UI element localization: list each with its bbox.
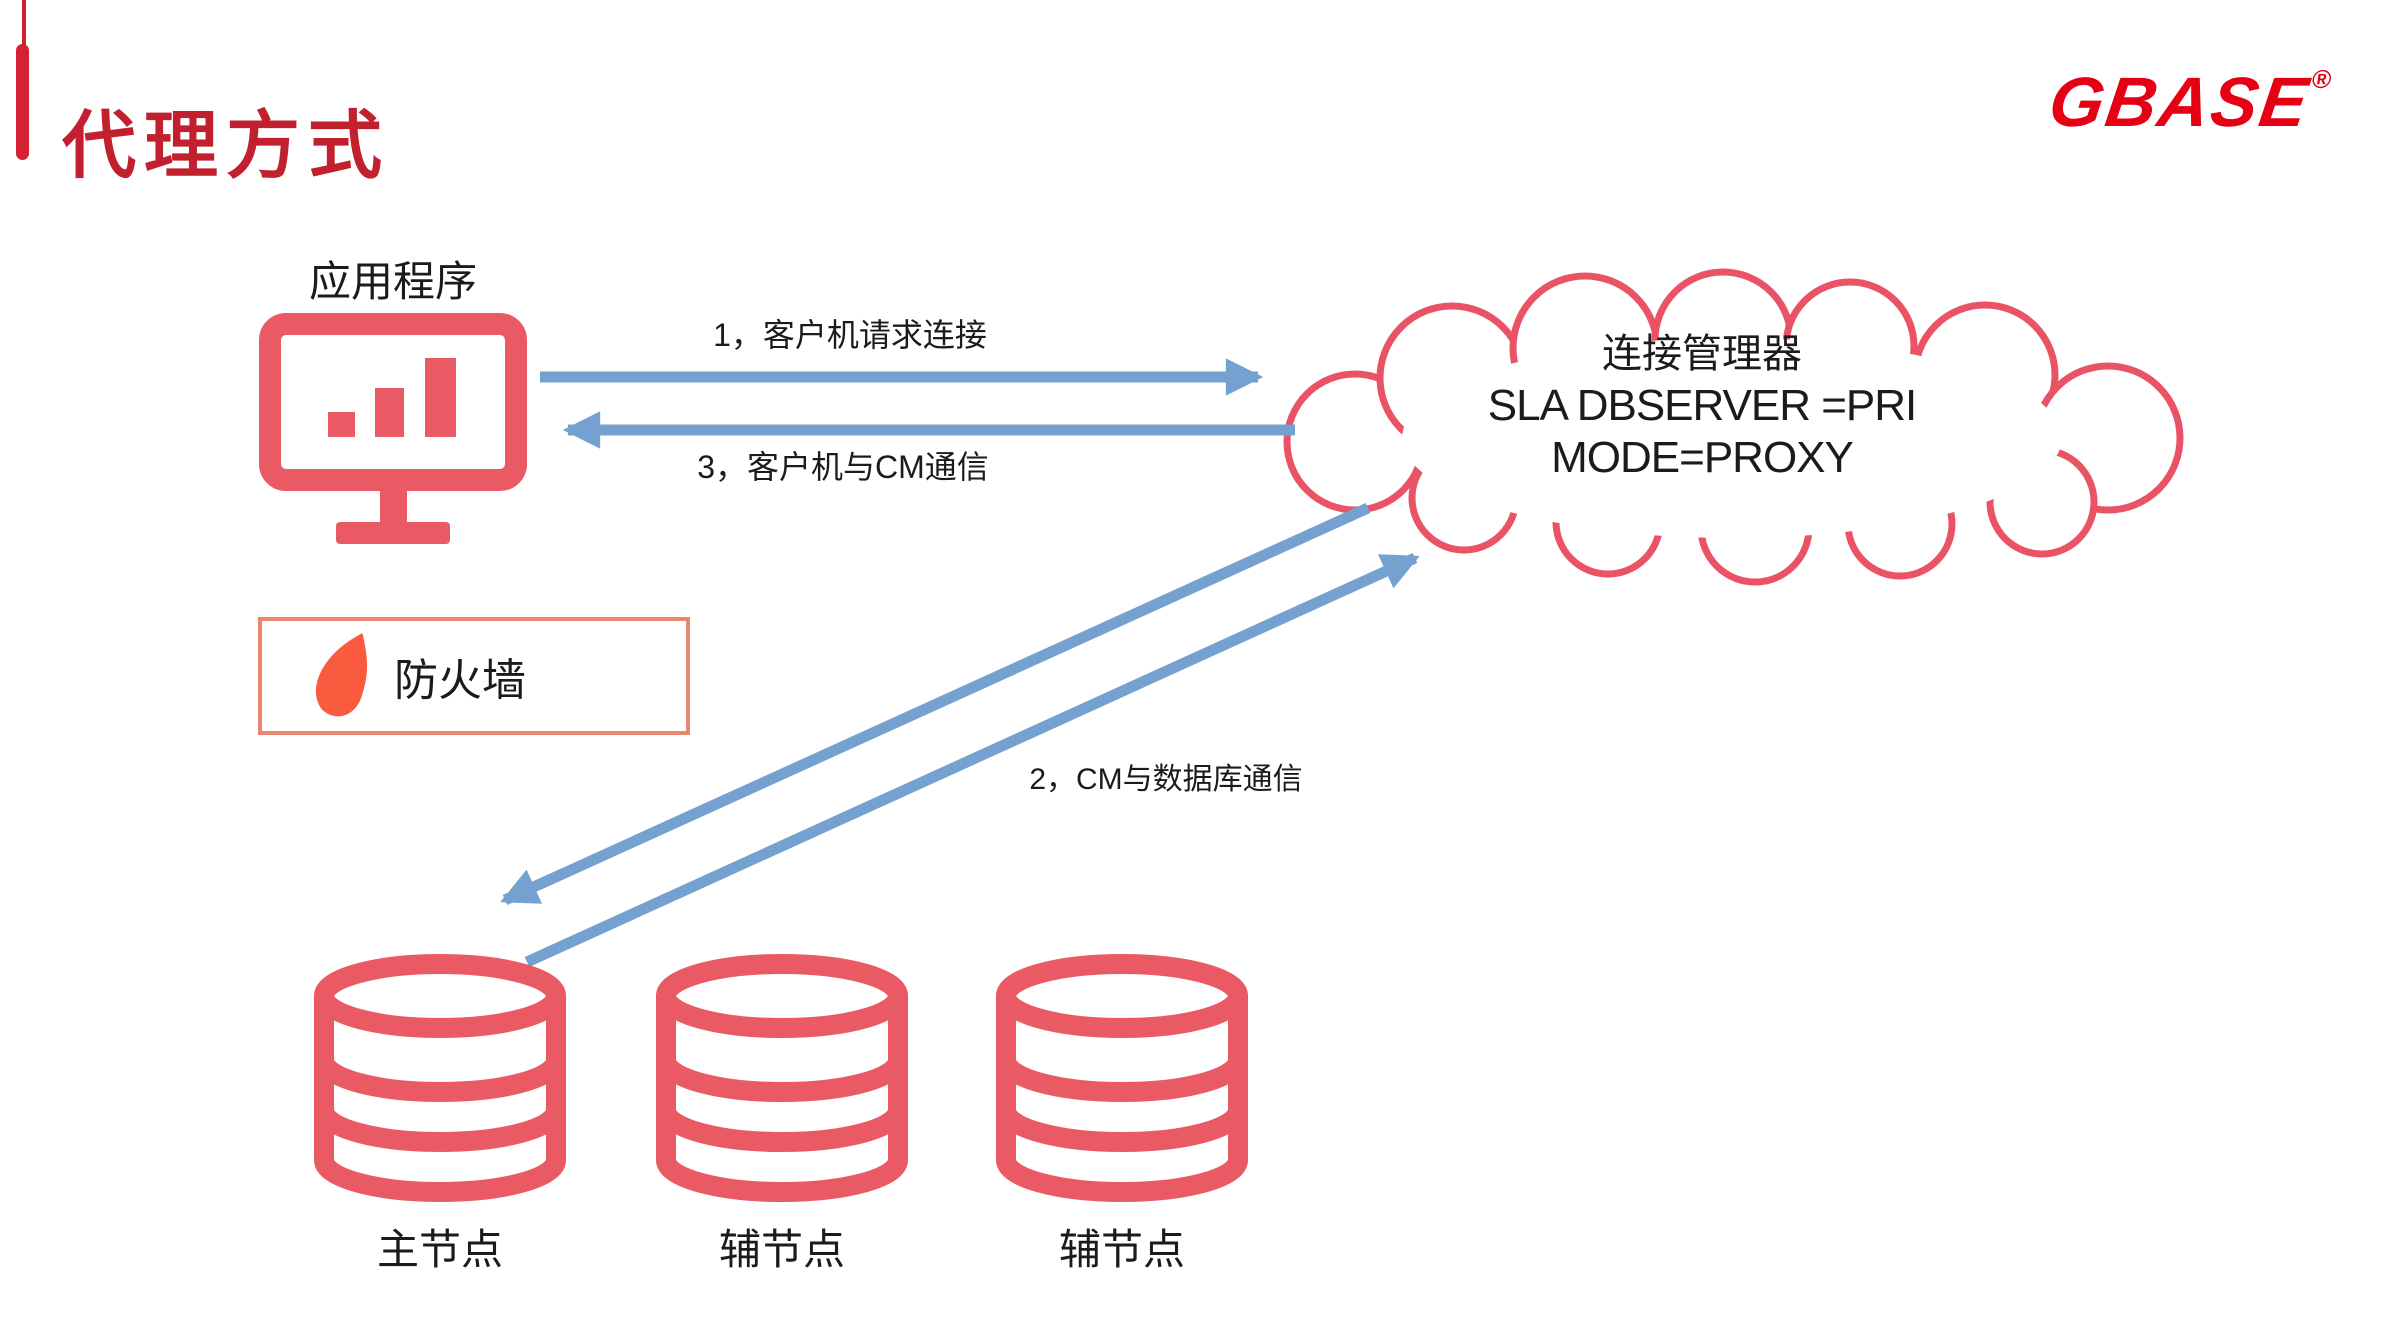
bar-chart-bar-medium (375, 388, 404, 437)
application-label: 应用程序 (308, 258, 477, 305)
firewall-label: 防火墙 (394, 656, 526, 705)
database-label-primary: 主节点 (376, 1226, 503, 1273)
database-secondary-icon-1 (656, 954, 908, 1202)
monitor-stand (380, 480, 407, 524)
flow-label-client-request: 1，客户机请求连接 (713, 317, 987, 353)
flow-label-client-cm: 3，客户机与CM通信 (697, 449, 989, 485)
flow-arrow-db-to-cm (524, 552, 1420, 968)
bar-chart-bar-tall (425, 358, 456, 437)
firewall-box: 防火墙 (258, 617, 690, 735)
database-primary-icon (314, 954, 566, 1202)
flame-icon (315, 633, 368, 717)
accent-bar (16, 44, 29, 160)
application-monitor-icon (259, 313, 527, 544)
bar-chart-bar-small (328, 412, 355, 437)
connection-manager-cloud (1283, 268, 2184, 586)
sla-dbserver-line: SLA DBSERVER =PRI (1487, 381, 1918, 430)
database-label-secondary-2: 辅节点 (1058, 1226, 1185, 1273)
database-label-secondary-1: 辅节点 (718, 1226, 845, 1273)
monitor-base (336, 522, 450, 544)
flow-arrows (500, 358, 1420, 968)
connection-manager-text: 连接管理器 SLA DBSERVER =PRI MODE=PROXY (1412, 328, 1992, 484)
flow-label-cm-db: 2，CM与数据库通信 (1029, 763, 1303, 796)
flow-arrow-cm-to-db (500, 502, 1371, 906)
database-secondary-icon-2 (996, 954, 1248, 1202)
accent-line (22, 0, 26, 48)
page-title: 代理方式 (62, 104, 390, 187)
mode-proxy-line: MODE=PROXY (1551, 433, 1854, 482)
connection-manager-title: 连接管理器 (1602, 332, 1802, 376)
